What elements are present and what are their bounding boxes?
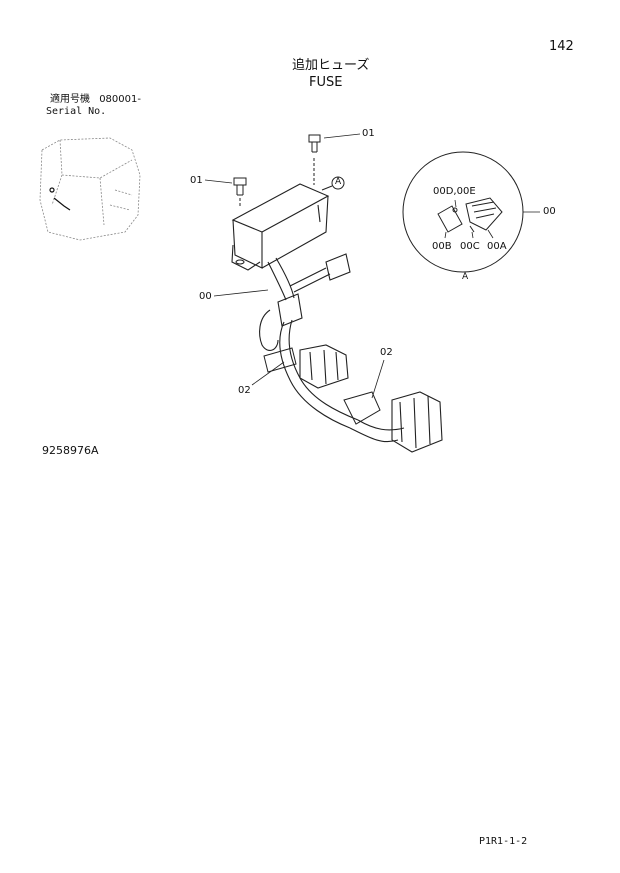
view-a-marker — [321, 176, 345, 191]
screw-top-icon — [308, 134, 321, 185]
callout-detail-00b: 00B — [432, 241, 452, 252]
callout-harness: 00 — [199, 291, 212, 302]
title-english: FUSE — [309, 75, 343, 90]
callout-detail-00a: 00A — [487, 241, 507, 252]
clamp-right-icon — [343, 391, 381, 425]
page-number: 142 — [549, 39, 574, 54]
footer-code: P1R1-1-2 — [479, 836, 528, 847]
callout-detail-00c: 00C — [460, 241, 480, 252]
callout-detail-00de: 00D,00E — [433, 186, 476, 197]
callout-screw-top: 01 — [362, 128, 375, 139]
detail-view-circle — [402, 151, 524, 273]
fuse-box — [231, 183, 330, 271]
clamp-left-icon — [263, 347, 297, 373]
callout-screw-left: 01 — [190, 175, 203, 186]
machine-location-sketch — [39, 137, 141, 241]
callout-detail-assembly: 00 — [543, 206, 556, 217]
part-number: 9258976A — [42, 444, 99, 457]
serial-label-jp: 適用号機 — [50, 94, 90, 105]
serial-range: 080001- — [99, 94, 141, 105]
callout-clamp-left: 02 — [238, 385, 251, 396]
callout-view-marker: A — [335, 177, 342, 187]
serial-label-japanese: 適用号機 080001- — [50, 95, 141, 105]
screw-left-icon — [233, 177, 247, 208]
serial-label-english: Serial No. — [46, 106, 107, 117]
callout-clamp-right: 02 — [380, 347, 393, 358]
location-marker-icon — [49, 187, 71, 211]
title-japanese: 追加ヒューズ — [292, 58, 370, 73]
wire-harness — [259, 253, 443, 453]
callout-detail-view: A — [462, 272, 469, 282]
